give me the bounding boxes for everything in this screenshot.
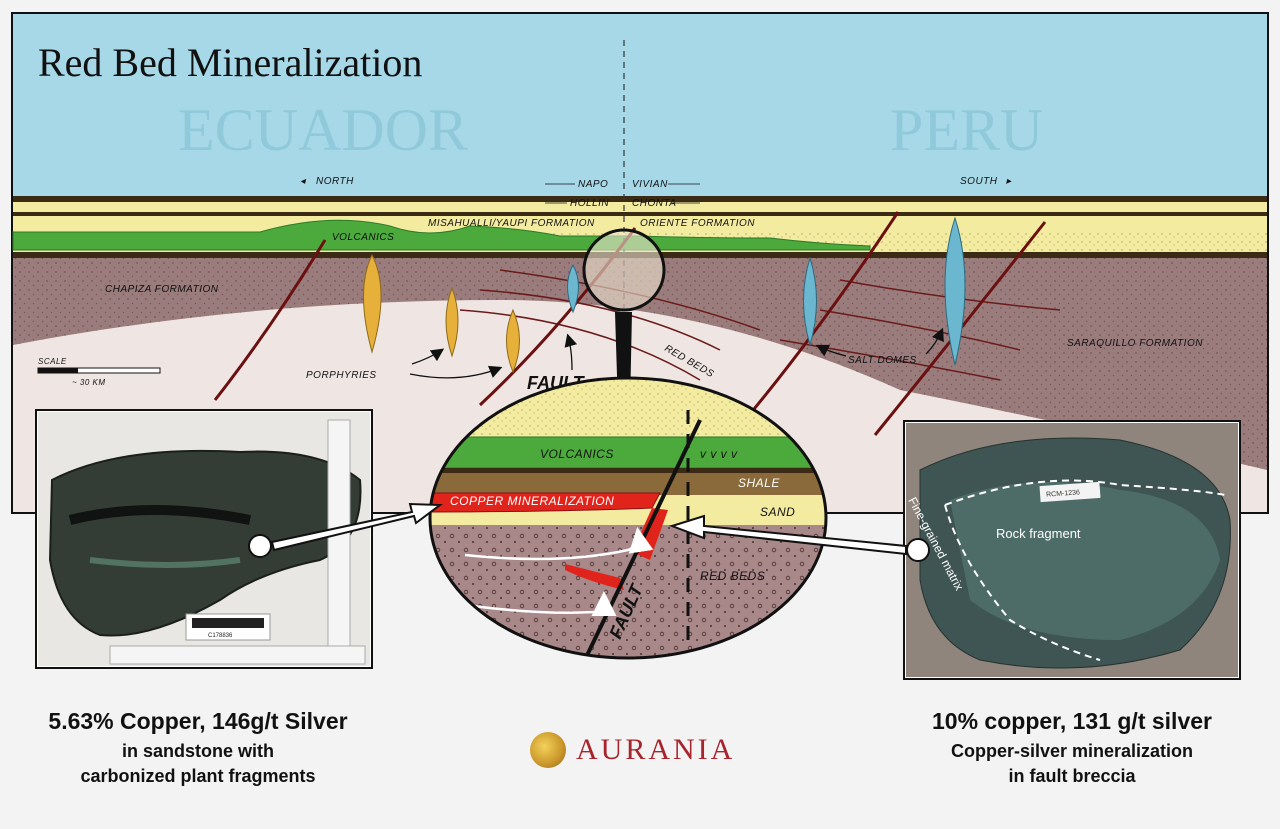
- left-caption-line1: in sandstone with: [121, 741, 274, 761]
- inset-label-volcanics: VOLCANICS: [540, 447, 614, 461]
- magnifier-circle: [582, 228, 666, 312]
- barcode-text: C178836: [208, 633, 233, 639]
- inset-label-red-beds: RED BEDS: [700, 569, 765, 583]
- country-peru: PERU: [890, 97, 1043, 163]
- flow-arrow-2: [464, 591, 617, 617]
- scale-bar-segment: [38, 368, 78, 373]
- left-rock-vein: [68, 505, 251, 525]
- country-ecuador: ECUADOR: [178, 97, 468, 163]
- pointer-arrows: [409, 327, 944, 379]
- label-chapiza: CHAPIZA FORMATION: [105, 284, 219, 295]
- left-rock-photo: C178836: [35, 409, 443, 669]
- layer-napo: [13, 202, 1267, 212]
- cross-section: Red Bed Mineralization ECUADOR PERU NORT…: [11, 12, 1269, 514]
- left-rock: [48, 449, 362, 637]
- arrow-south: ▸: [1006, 176, 1012, 187]
- label-vivian: VIVIAN: [632, 179, 668, 190]
- salt-domes: [567, 216, 966, 366]
- inset-copper-lens: [565, 564, 624, 590]
- inset-ellipse: [428, 376, 828, 660]
- ruler-vertical: [327, 419, 351, 661]
- right-caption-line1: Copper-silver mineralization: [950, 741, 1194, 761]
- left-caption-line2: carbonized plant fragments: [80, 766, 316, 786]
- inset-volcanics-tick: v v v v: [700, 447, 738, 461]
- barcode: [192, 618, 264, 628]
- right-rock-fragment: [950, 482, 1220, 640]
- sample-tag-text: RCM-1236: [1046, 489, 1080, 498]
- left-caption: 5.63% Copper, 146g/t Silver in sandstone…: [0, 708, 396, 789]
- label-porphyries: PORPHYRIES: [306, 370, 377, 381]
- right-caption-line2: in fault breccia: [1008, 766, 1136, 786]
- ruler-horizontal: [109, 645, 366, 665]
- sky: [13, 14, 1267, 196]
- right-pointer-arrow: [668, 514, 907, 556]
- sample-tag: [1039, 481, 1101, 503]
- inset-copper-layer: [430, 492, 661, 513]
- flow-arrow-1: [464, 527, 654, 561]
- inset-label-copper: COPPER MINERALIZATION: [450, 494, 614, 508]
- label-hollin: HOLLIN: [570, 198, 609, 209]
- label-north: NORTH: [316, 176, 354, 187]
- fragment-boundary-top: [944, 479, 1226, 506]
- scale-label: SCALE: [38, 357, 67, 366]
- fragment-boundary-left: [944, 504, 1101, 661]
- label-saraquillo: SARAQUILLO FORMATION: [1067, 338, 1203, 349]
- diagram-title: Red Bed Mineralization: [38, 40, 422, 85]
- porphyries: [363, 253, 520, 374]
- inset-shale-layer: [430, 473, 826, 495]
- label-chonta: CHONTA: [632, 198, 676, 209]
- label-salt-domes: SALT DOMES: [848, 355, 917, 366]
- layer-dark-1: [13, 196, 1267, 202]
- inset-label-shale: SHALE: [738, 476, 780, 490]
- inset-dark-line: [430, 468, 826, 473]
- left-rock-mineral: [89, 557, 241, 568]
- left-pointer-dot: [248, 534, 272, 558]
- inset-label-sand: SAND: [760, 505, 795, 519]
- label-napo: NAPO: [578, 179, 608, 190]
- volcanics-band: [12, 219, 871, 251]
- scale-value: ~ 30 KM: [72, 378, 106, 387]
- label-south: SOUTH: [960, 176, 998, 187]
- label-oriente: ORIENTE FORMATION: [640, 218, 755, 229]
- rock-fragment-label: Rock fragment: [996, 526, 1081, 541]
- left-pointer-arrow: [270, 502, 443, 552]
- brand: AURANIA: [530, 730, 735, 770]
- brand-name: AURANIA: [576, 733, 736, 766]
- label-misahualli: MISAHUALLI/YAUPI FORMATION: [428, 218, 595, 229]
- right-caption: 10% copper, 131 g/t silver Copper-silver…: [874, 708, 1270, 789]
- aurania-logo-icon: [530, 732, 566, 768]
- inset-volcanics-layer: [430, 436, 826, 469]
- left-caption-headline: 5.63% Copper, 146g/t Silver: [48, 708, 348, 734]
- layer-dark-2: [13, 212, 1267, 216]
- label-volcanics: VOLCANICS: [332, 232, 394, 243]
- right-rock-photo: RCM-1236 Rock fragment Fine-grained matr…: [668, 420, 1241, 680]
- right-caption-headline: 10% copper, 131 g/t silver: [932, 708, 1212, 734]
- arrow-north: ◂: [300, 176, 307, 187]
- right-pointer-dot: [906, 538, 930, 562]
